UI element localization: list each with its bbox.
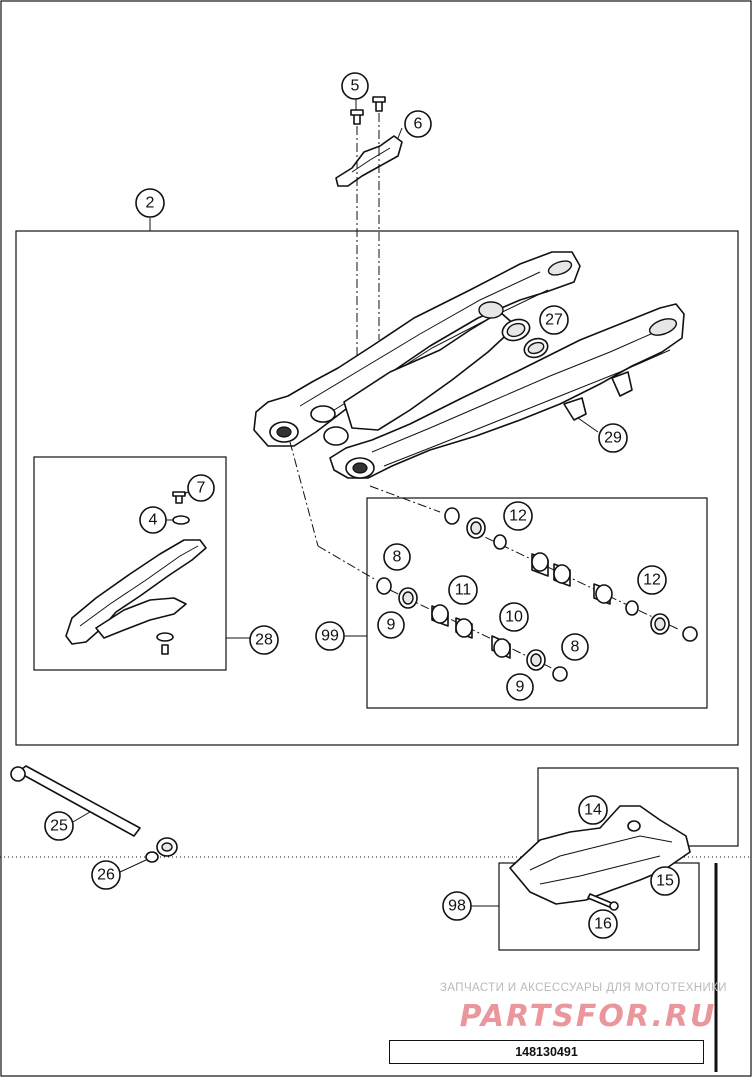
callout-26: 26 xyxy=(91,860,121,890)
callout-label-16: 16 xyxy=(594,916,612,933)
callout-2: 2 xyxy=(135,188,165,218)
chain-slider xyxy=(65,491,207,655)
callout-label-8-lower: 8 xyxy=(571,639,580,656)
callout-8-lower: 8 xyxy=(561,633,589,661)
callout-label-29: 29 xyxy=(604,430,622,447)
callout-5: 5 xyxy=(341,72,369,100)
callout-label-14: 14 xyxy=(584,802,602,819)
callout-label-12-upper: 12 xyxy=(509,508,527,525)
callout-label-7: 7 xyxy=(197,480,206,497)
callout-label-98: 98 xyxy=(448,898,466,915)
callout-11: 11 xyxy=(448,575,478,605)
callout-label-12-lower: 12 xyxy=(643,572,661,589)
callout-12-lower: 12 xyxy=(637,565,667,595)
callout-10: 10 xyxy=(499,602,529,632)
callout-label-6: 6 xyxy=(414,116,423,133)
callout-7: 7 xyxy=(187,474,215,502)
callout-9-left: 9 xyxy=(377,611,405,639)
callout-label-15: 15 xyxy=(656,873,674,890)
callout-label-2: 2 xyxy=(146,195,155,212)
drawing-number-text: 148130491 xyxy=(515,1045,578,1059)
callout-15: 15 xyxy=(650,866,680,896)
callout-27: 27 xyxy=(539,305,569,335)
callout-14: 14 xyxy=(578,795,608,825)
callout-label-9-right: 9 xyxy=(516,679,525,696)
callout-label-4: 4 xyxy=(149,512,158,529)
callout-label-8-upper: 8 xyxy=(393,549,402,566)
callout-9-right: 9 xyxy=(506,673,534,701)
callout-4: 4 xyxy=(139,506,167,534)
callout-label-11: 11 xyxy=(455,582,472,599)
swingarm-assembly-box xyxy=(15,230,739,746)
callout-25: 25 xyxy=(44,811,74,841)
bearing-kit-parts xyxy=(289,441,698,682)
callout-99: 99 xyxy=(315,621,345,651)
pivot-axle xyxy=(10,765,178,863)
callout-28: 28 xyxy=(249,625,279,655)
chain-guide xyxy=(509,805,691,911)
watermark-logo: PARTSFOR.RU xyxy=(460,999,717,1033)
callout-label-10: 10 xyxy=(505,609,523,626)
callout-98: 98 xyxy=(442,891,472,921)
chain-slider-box xyxy=(33,456,227,671)
callout-label-9-left: 9 xyxy=(387,617,396,634)
callout-6: 6 xyxy=(404,110,432,138)
callout-label-5: 5 xyxy=(351,78,360,95)
watermark-logo-text: PARTSFOR.RU xyxy=(460,999,717,1033)
callout-12-upper: 12 xyxy=(503,501,533,531)
bearing-kit-box xyxy=(366,497,708,709)
callout-label-99: 99 xyxy=(321,628,339,645)
callout-label-28: 28 xyxy=(255,632,273,649)
watermark-tagline: ЗАПЧАСТИ И АКСЕССУАРЫ ДЛЯ МОТОТЕХНИКИ xyxy=(440,982,727,994)
callout-label-25: 25 xyxy=(50,818,68,835)
callout-8-upper: 8 xyxy=(383,543,411,571)
upper-chain-slider xyxy=(335,96,403,358)
callout-16: 16 xyxy=(588,909,618,939)
swingarm xyxy=(253,251,685,479)
drawing-number: 148130491 xyxy=(389,1040,704,1064)
callout-label-26: 26 xyxy=(97,867,115,884)
callout-29: 29 xyxy=(598,423,628,453)
callout-label-27: 27 xyxy=(545,312,563,329)
